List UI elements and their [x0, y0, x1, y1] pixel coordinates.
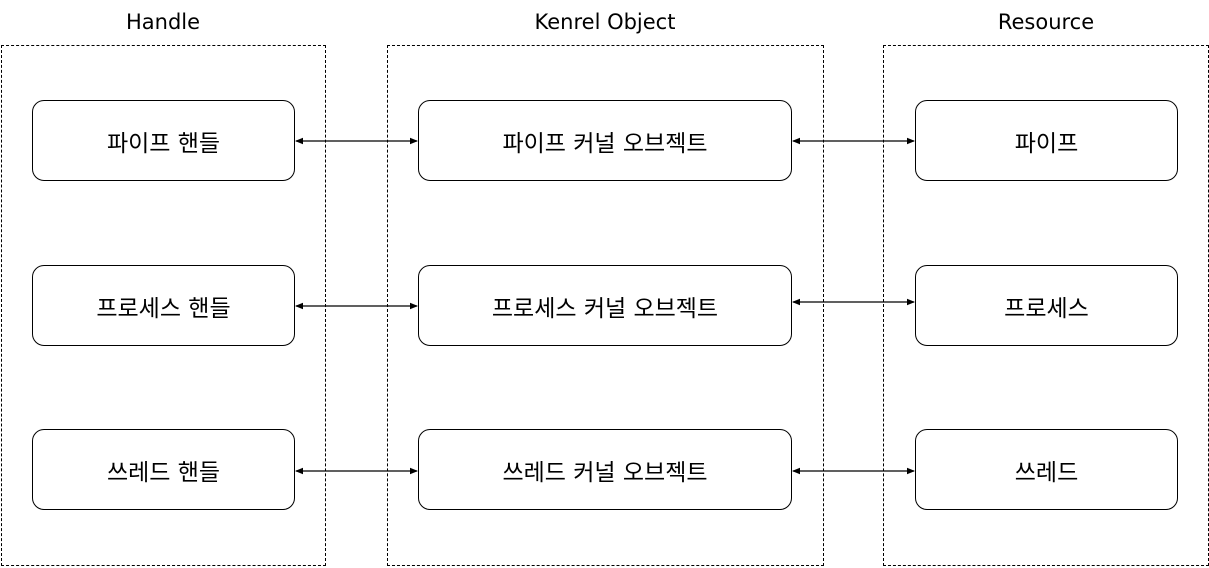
handle-group-title: Handle	[125, 10, 201, 34]
pipe-kernel-object-node: 파이프 커널 오브젝트	[418, 100, 792, 181]
pipe-handle-node: 파이프 핸들	[32, 100, 295, 181]
pipe-resource-node: 파이프	[915, 100, 1178, 181]
process-kernel-object-node: 프로세스 커널 오브젝트	[418, 265, 792, 346]
kernel-object-group-title: Kenrel Object	[534, 10, 676, 34]
resource-group-title: Resource	[997, 10, 1095, 34]
thread-kernel-object-node: 쓰레드 커널 오브젝트	[418, 429, 792, 510]
thread-handle-node: 쓰레드 핸들	[32, 429, 295, 510]
thread-resource-node: 쓰레드	[915, 429, 1178, 510]
process-handle-node: 프로세스 핸들	[32, 265, 295, 346]
process-resource-node: 프로세스	[915, 265, 1178, 346]
